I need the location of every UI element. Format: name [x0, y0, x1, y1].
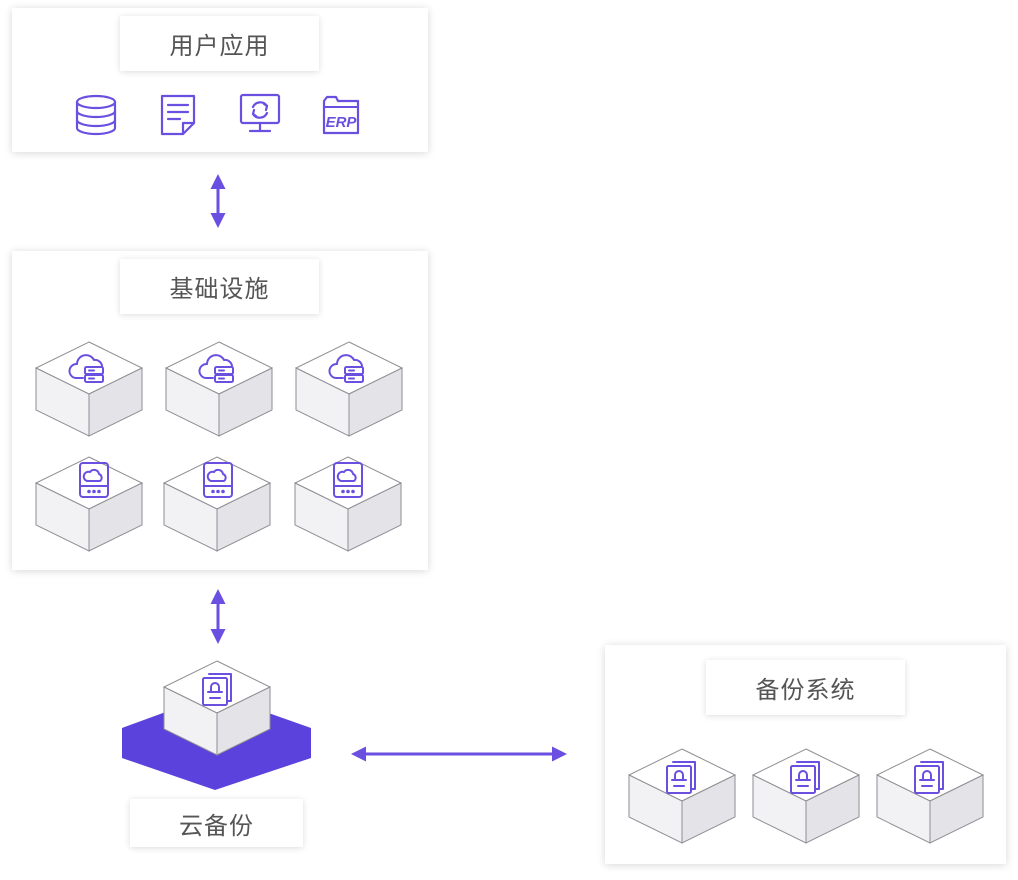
user-apps-title: 用户应用 — [120, 16, 319, 71]
cloud-storage-cube-3 — [294, 456, 402, 552]
backup-system-cube-2 — [752, 748, 860, 844]
cloud-storage-cube-2 — [163, 456, 271, 552]
erp-icon: ERP — [322, 95, 360, 135]
infrastructure-title: 基础设施 — [120, 259, 319, 314]
cloud-storage-cube-1 — [35, 456, 143, 552]
backup-system-cube-3 — [876, 748, 984, 844]
database-icon — [75, 94, 117, 136]
cloud-server-cube-1 — [35, 341, 143, 437]
backup-system-title: 备份系统 — [706, 660, 905, 715]
cloud-server-cube-3 — [295, 341, 403, 437]
cloud-backup-title: 云备份 — [130, 799, 303, 847]
erp-label: ERP — [326, 114, 358, 131]
document-icon — [160, 94, 196, 136]
backup-system-cube-1 — [628, 748, 736, 844]
cloud-server-cube-2 — [165, 341, 273, 437]
monitor-sync-icon — [239, 93, 281, 133]
